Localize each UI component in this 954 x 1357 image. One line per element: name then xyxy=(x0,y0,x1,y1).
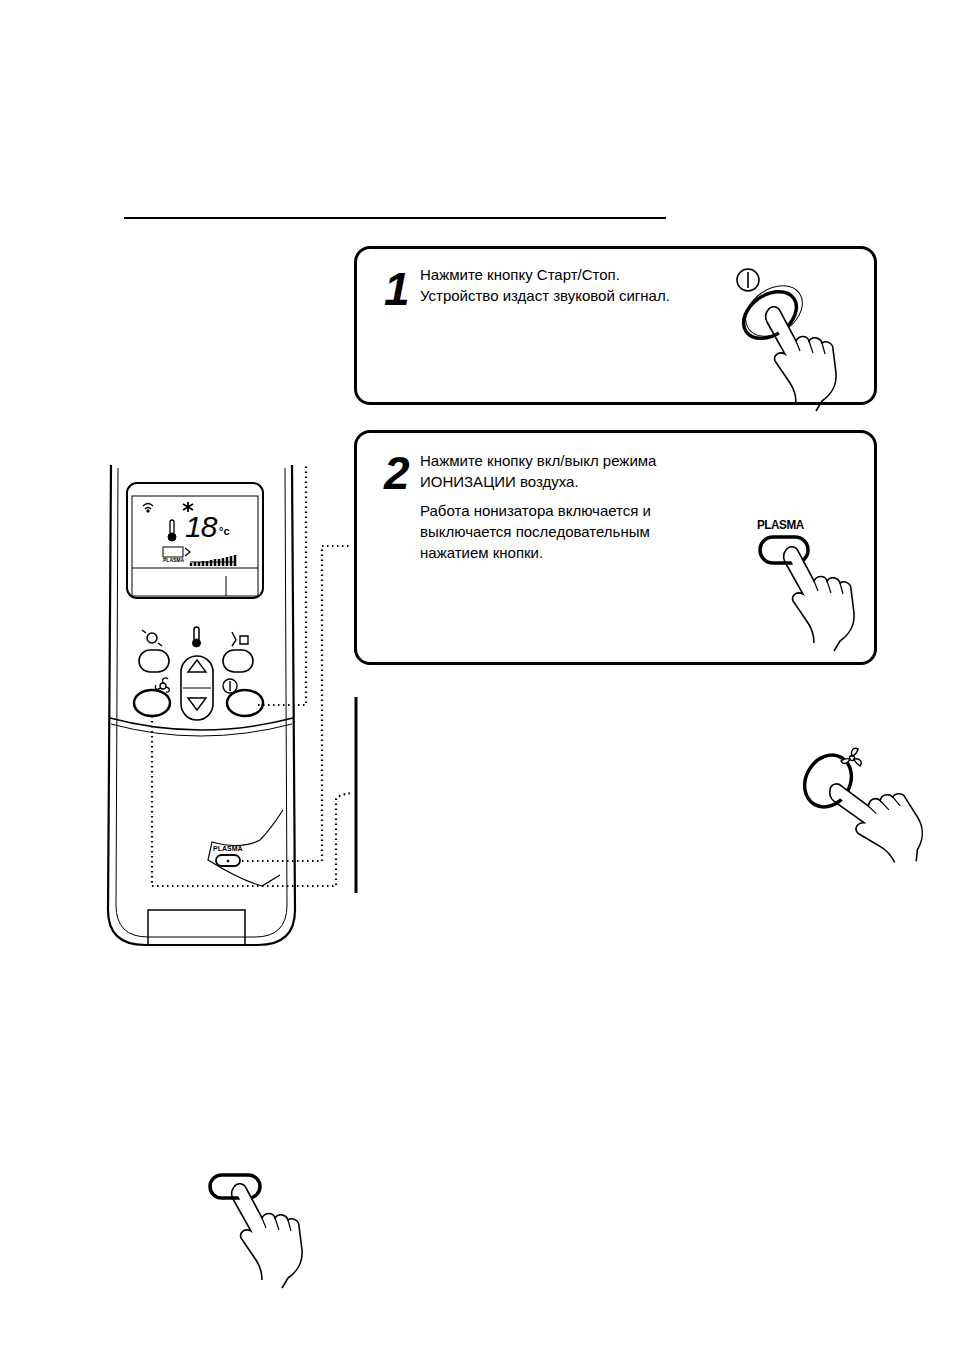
button-icon xyxy=(210,1175,302,1288)
step-box: 1Нажмите кнопку Старт/Стоп. Устройство и… xyxy=(354,246,877,405)
button-label: PLASMA xyxy=(757,517,804,532)
instruction-text: Работа нонизатора включается и выключает… xyxy=(420,500,690,563)
step-number: 1 xyxy=(384,266,410,312)
instruction-text: Нажмите кнопку Старт/Стоп. Устройство из… xyxy=(420,264,685,306)
power-button-icon xyxy=(735,269,836,411)
instruction-heading: Нажмите кнопку вкл/выкл режима ИОНИЗАЦИИ… xyxy=(420,450,700,492)
button-label: PLASMA xyxy=(213,845,243,853)
step-number: 2 xyxy=(384,450,410,496)
display-plasma: PLASMA xyxy=(163,557,184,563)
display-unit: °c xyxy=(219,525,230,537)
leader-lines xyxy=(152,465,352,886)
display-temperature: 18 xyxy=(185,512,216,542)
step-box: 2Нажмите кнопку вкл/выкл режима ИОНИЗАЦИ… xyxy=(354,430,877,665)
fan-button-icon xyxy=(795,747,934,883)
remote-control xyxy=(108,465,295,945)
plasma-button-icon xyxy=(760,537,854,651)
